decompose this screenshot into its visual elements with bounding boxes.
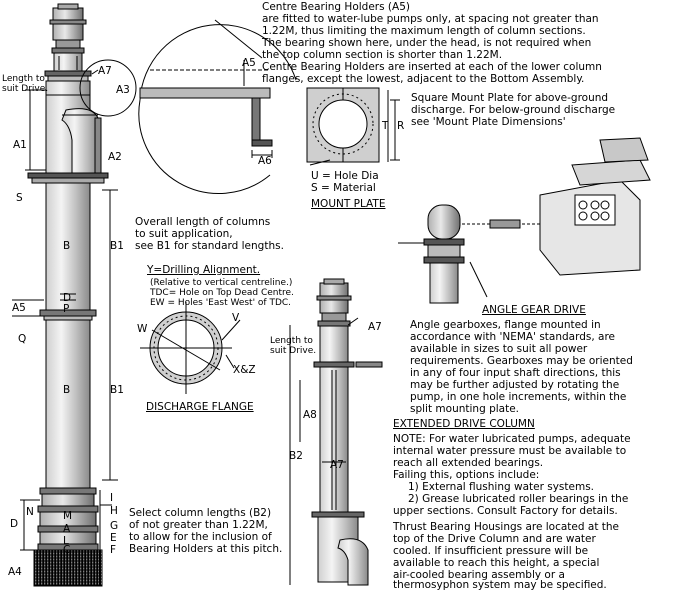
thrust-line-1: Thrust Bearing Housings are located at t…: [393, 521, 620, 533]
mount-plate-note-2: discharge. For below-ground discharge: [411, 104, 616, 116]
label-l: L: [63, 535, 69, 547]
label-a6: A6: [258, 155, 272, 167]
label-a2: A2: [108, 151, 122, 163]
angle-gear-line-2: accordance with 'NEMA' standards, are: [410, 331, 616, 343]
label-a7-right: A7: [368, 321, 382, 333]
label-b1-lower: B1: [110, 384, 124, 396]
thrust-line-2: top of the Drive Column and are water: [393, 533, 596, 545]
label-a3: A3: [116, 84, 130, 96]
flange-title: DISCHARGE FLANGE: [146, 401, 254, 413]
centre-bearing-line-3: The bearing shown here, under the head, …: [262, 37, 592, 49]
extended-title: EXTENDED DRIVE COLUMN: [393, 418, 535, 430]
select-note-2: of not greater than 1.22M,: [129, 519, 268, 531]
label-a5-left: A5: [12, 302, 26, 314]
label-a7-lower: A7: [330, 459, 344, 471]
centre-bearing-line-1: are fitted to water-lube pumps only, at …: [262, 13, 599, 25]
dim-t-label: T: [382, 120, 389, 132]
right-pump-drawing: [289, 278, 383, 586]
centre-bearing-heading: Centre Bearing Holders (A5): [262, 1, 410, 13]
angle-gear-line-7: pump, in one hole increments, within the: [410, 391, 627, 403]
discharge-flange-drawing: [140, 302, 241, 394]
angle-gear-line-4: requirements. Gearboxes may be oriented: [410, 355, 633, 367]
left-pump-drawing: [12, 3, 137, 587]
label-c: C: [63, 544, 71, 556]
angle-gear-line-3: available in sizes to suit all power: [410, 343, 588, 355]
mount-plate-legend-u: U = Hole Dia: [311, 170, 379, 182]
label-a4: A4: [8, 566, 22, 578]
flange-note-2: TDC= Hole on Top Dead Centre.: [150, 288, 294, 298]
extended-note-6: 2) Grease lubricated roller bearings in …: [408, 493, 629, 505]
label-b-lower: B: [63, 384, 71, 396]
extended-note-2: internal water pressure must be availabl…: [393, 445, 627, 457]
dim-r-label: R: [397, 120, 405, 132]
extended-note-5: 1) External flushing water systems.: [408, 481, 595, 493]
flange-xz-label: X&Z: [233, 364, 256, 376]
select-note-3: to allow for the inclusion of: [129, 531, 272, 543]
mount-plate-title: MOUNT PLATE: [311, 198, 386, 210]
flange-v-label: V: [232, 312, 240, 324]
column-note-1: Overall length of columns: [135, 216, 271, 228]
label-m: M: [63, 510, 73, 522]
column-note-3: see B1 for standard lengths.: [135, 240, 284, 252]
label-a8: A8: [303, 409, 317, 421]
flange-w-label: W: [137, 323, 148, 335]
label-s: S: [16, 192, 23, 204]
flange-heading: Y=Drilling Alignment.: [147, 264, 261, 276]
centre-bearing-line-2: 1.22M, thus limiting the maximum length …: [262, 25, 586, 37]
left-length-note: Length to suit Drive.: [2, 74, 49, 94]
centre-bearing-line-5: Centre Bearing Holders are inserted at e…: [262, 61, 602, 73]
angle-gear-drawing: [398, 137, 651, 304]
label-d-mid: D: [63, 292, 72, 304]
label-d-left: D: [10, 518, 19, 530]
label-b-upper: B: [63, 240, 71, 252]
centre-bearing-line-4: the top column section is shorter than 1…: [262, 49, 503, 61]
thrust-line-5: air-cooled bearing assembly or a: [393, 569, 565, 581]
label-a5-detail: A5: [242, 57, 256, 69]
label-g: G: [110, 520, 119, 532]
flange-note-1: (Relative to vertical centreline.): [150, 278, 293, 288]
centre-bearing-line-6: flanges, except the lowest, adjacent to …: [262, 73, 585, 85]
mount-plate-note-3: see 'Mount Plate Dimensions': [411, 116, 566, 128]
angle-gear-line-6: may be further adjusted by rotating the: [410, 379, 620, 391]
angle-gear-line-5: in any of four input shaft directions, t…: [410, 367, 621, 379]
angle-gear-line-1: Angle gearboxes, flange mounted in: [410, 319, 601, 331]
extended-note-3: reach all extended bearings.: [393, 457, 544, 469]
select-note-4: Bearing Holders at this pitch.: [129, 543, 283, 555]
label-b2: B2: [289, 450, 303, 462]
column-note-2: to suit application,: [135, 228, 233, 240]
label-q: Q: [18, 333, 27, 345]
extended-note-4: Failing this, options include:: [393, 469, 540, 481]
label-h: H: [110, 505, 118, 517]
flange-note-3: EW = Holes 'East West' of TDC.: [150, 298, 292, 308]
label-e: E: [110, 532, 117, 544]
extended-note-7: upper sections. Consult Factory for deta…: [393, 505, 618, 517]
label-a7-left: A7: [98, 65, 112, 77]
mount-plate-legend-s: S = Material: [311, 182, 376, 194]
label-b1-upper: B1: [110, 240, 124, 252]
select-note-1: Select column lengths (B2): [129, 507, 272, 519]
thrust-line-3: cooled. If insufficient pressure will be: [393, 545, 589, 557]
label-i: I: [110, 492, 114, 504]
mount-plate-drawing: [306, 87, 400, 166]
label-a1: A1: [13, 139, 27, 151]
mount-plate-note-1: Square Mount Plate for above-ground: [411, 92, 609, 104]
label-f: F: [110, 544, 117, 556]
label-n: N: [26, 506, 34, 518]
angle-gear-title: ANGLE GEAR DRIVE: [482, 304, 586, 316]
thrust-line-6: thermosyphon system may be specified.: [393, 579, 607, 591]
bearing-detail-drawing: [138, 19, 297, 194]
label-p: P: [63, 303, 70, 315]
right-length-note: Length to suit Drive.: [270, 336, 317, 356]
thrust-line-4: available to reach this height, a specia…: [393, 557, 600, 569]
extended-note-1: NOTE: For water lubricated pumps, adequa…: [393, 433, 631, 445]
angle-gear-line-8: split mounting plate.: [410, 403, 520, 415]
label-a: A: [63, 523, 71, 535]
